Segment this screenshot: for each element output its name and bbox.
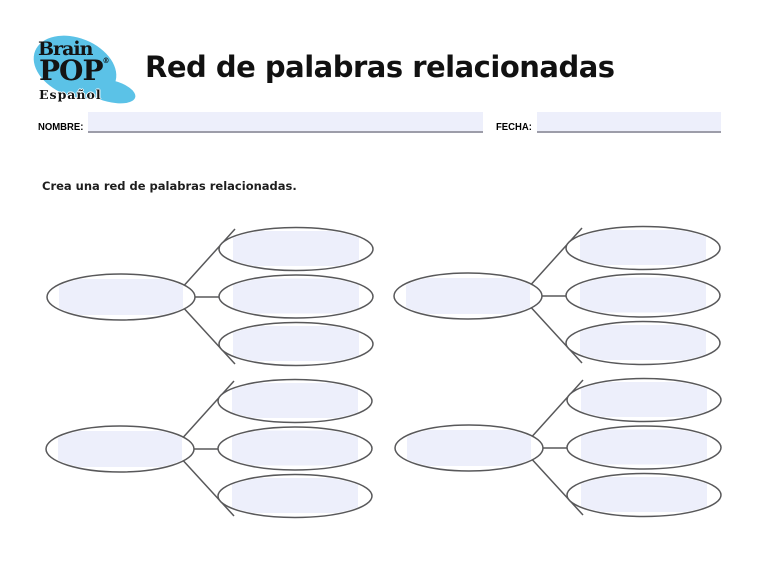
connector-line-top: [179, 228, 236, 291]
word-web-cluster-bottom-left: [45, 378, 373, 519]
logo-espanol-text: Español: [39, 87, 102, 102]
connector-line-bottom: [178, 455, 235, 517]
date-input[interactable]: [537, 112, 721, 133]
word-field-branch-3[interactable]: [233, 326, 359, 361]
word-field-center[interactable]: [58, 431, 182, 467]
registered-mark: ®: [102, 56, 110, 65]
word-field-branch-2[interactable]: [233, 278, 359, 314]
word-web-cluster-top-right: [393, 225, 721, 366]
word-field-branch-3[interactable]: [581, 477, 707, 512]
connector-line-top: [526, 227, 583, 290]
connector-line-bottom: [526, 302, 583, 364]
name-label: NOMBRE:: [38, 122, 84, 133]
connector-line-top: [527, 379, 584, 442]
connector-line-bottom: [527, 454, 584, 516]
word-field-center[interactable]: [407, 430, 531, 466]
connector-line-bottom: [179, 303, 236, 365]
connector-line-top: [178, 380, 235, 443]
logo-pop-word: POP: [39, 54, 103, 87]
word-field-branch-1[interactable]: [581, 382, 707, 417]
logo-pop-text: POP®: [39, 57, 110, 85]
date-label: FECHA:: [496, 122, 532, 133]
word-field-branch-1[interactable]: [580, 230, 706, 265]
word-field-center[interactable]: [59, 279, 183, 315]
name-input[interactable]: [88, 112, 483, 133]
word-field-branch-2[interactable]: [580, 277, 706, 313]
word-field-branch-3[interactable]: [232, 478, 358, 513]
word-field-branch-1[interactable]: [233, 231, 359, 266]
word-web-cluster-top-left: [46, 226, 374, 367]
word-field-branch-2[interactable]: [581, 429, 707, 465]
word-field-branch-2[interactable]: [232, 430, 358, 466]
instruction-text: Crea una red de palabras relacionadas.: [42, 179, 297, 193]
page-title: Red de palabras relacionadas: [145, 50, 615, 84]
word-field-branch-1[interactable]: [232, 383, 358, 418]
logo-brain-text: Brain: [38, 38, 93, 60]
brainpop-espanol-logo: Brain POP® Español: [24, 24, 138, 112]
word-field-branch-3[interactable]: [580, 325, 706, 360]
word-field-center[interactable]: [406, 278, 530, 314]
word-web-cluster-bottom-right: [394, 377, 722, 518]
